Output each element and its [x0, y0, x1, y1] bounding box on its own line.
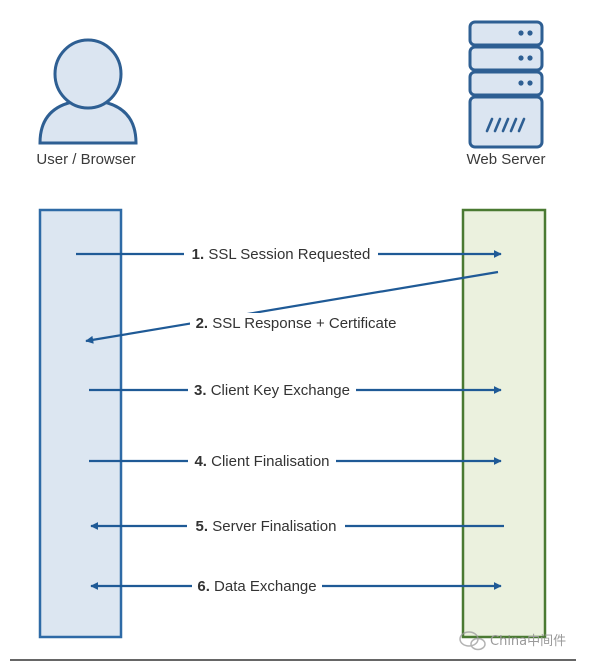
client-lifeline	[38, 208, 123, 639]
step-1-label: 1. SSL Session Requested	[192, 246, 371, 263]
wechat-icon	[459, 631, 486, 651]
server-label: Web Server	[467, 151, 546, 168]
server-lifeline	[461, 208, 547, 639]
watermark-text: China中间件	[490, 634, 566, 649]
step-6-label: 6. Data Exchange	[197, 578, 316, 595]
step-3-label: 3. Client Key Exchange	[194, 382, 350, 399]
step-5-label: 5. Server Finalisation	[196, 518, 337, 535]
step-4-label: 4. Client Finalisation	[194, 453, 329, 470]
user-icon	[38, 38, 138, 145]
server-icon	[468, 20, 544, 149]
step-2-label: 2. SSL Response + Certificate	[196, 315, 397, 332]
step-2-arrow	[85, 270, 499, 344]
client-label: User / Browser	[36, 151, 135, 168]
